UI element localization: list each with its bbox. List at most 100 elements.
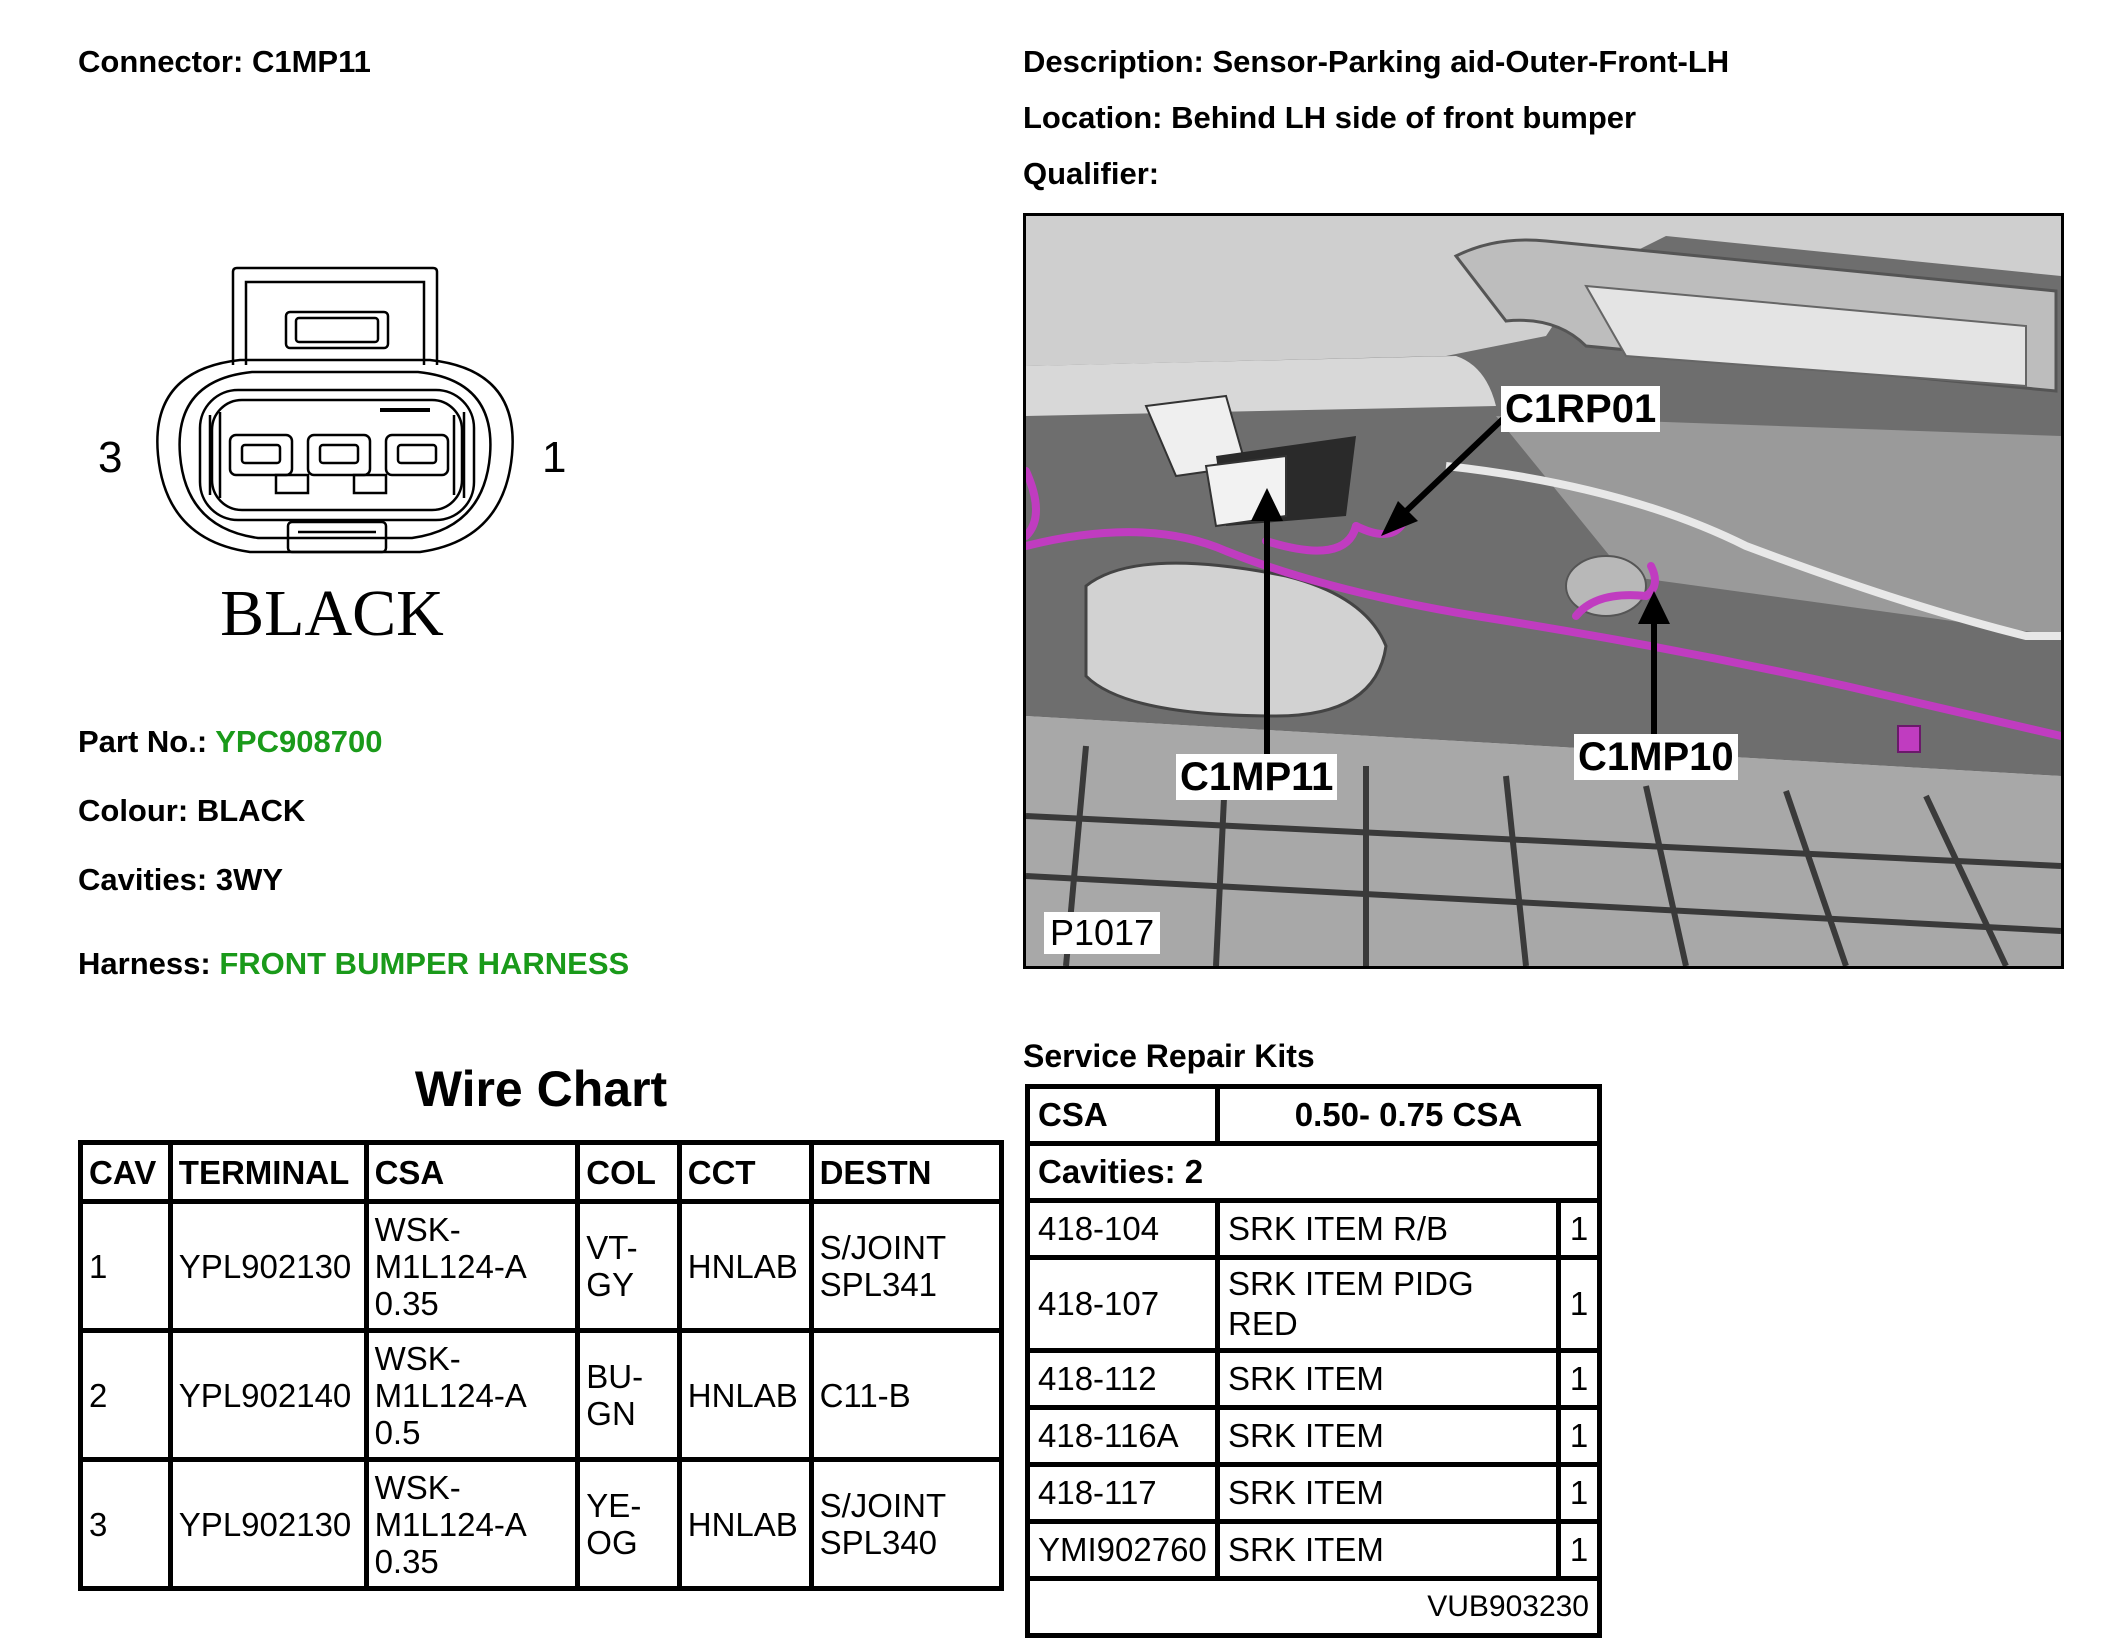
kits-cavities-row: Cavities: 2 — [1025, 1141, 1602, 1203]
qualifier-label: Qualifier: — [1023, 156, 1160, 191]
header-col: COL — [575, 1140, 682, 1204]
qualifier-field: Qualifier: — [1023, 156, 1159, 192]
kit-code[interactable]: 418-112 — [1025, 1348, 1220, 1410]
location-value: Behind LH side of front bumper — [1171, 100, 1637, 135]
cavities-label: Cavities: — [78, 862, 208, 897]
kits-csa-row: CSA 0.50- 0.75 CSA — [1025, 1084, 1603, 1146]
kit-qty: 1 — [1556, 1519, 1602, 1581]
list-item: 418-112 SRK ITEM 1 — [1025, 1348, 1602, 1410]
destn-line: C11-B — [819, 1376, 911, 1414]
colour-label: Colour: — [78, 793, 189, 828]
terminal-cell[interactable]: YPL902140 — [167, 1328, 369, 1462]
description-label: Description: — [1023, 44, 1204, 79]
cavities-value: 3WY — [215, 862, 284, 897]
pin-3-label: 3 — [98, 433, 122, 482]
colour-field: Colour: BLACK — [78, 793, 305, 829]
col-line: YE- — [586, 1487, 642, 1524]
kit-qty: 1 — [1556, 1198, 1602, 1260]
list-item: 418-104 SRK ITEM R/B 1 — [1025, 1198, 1602, 1260]
kit-desc: SRK ITEM PIDG RED — [1214, 1255, 1562, 1353]
kits-csa-value: 0.50- 0.75 CSA — [1214, 1084, 1603, 1146]
service-kits-table: CSA 0.50- 0.75 CSA Cavities: 2 418-104 S… — [1025, 1084, 1603, 1638]
kit-qty: 1 — [1556, 1348, 1602, 1410]
harness-label: Harness: — [78, 946, 211, 981]
col-line: GY — [586, 1266, 634, 1303]
kit-code[interactable]: 418-117 — [1025, 1462, 1220, 1524]
cav-cell: 3 — [78, 1457, 173, 1591]
list-item: 418-117 SRK ITEM 1 — [1025, 1462, 1602, 1524]
csa-line: M1L124-A — [374, 1505, 527, 1543]
terminal-cell[interactable]: YPL902130 — [167, 1457, 369, 1591]
csa-line: M1L124-A — [374, 1376, 527, 1414]
kits-footer-row: VUB903230 — [1025, 1576, 1602, 1638]
destn-line: S/JOINT — [819, 1487, 947, 1524]
kit-code[interactable]: 418-107 — [1025, 1255, 1220, 1353]
location-photo: C1RP01 C1MP11 C1MP10 P1017 — [1023, 213, 2064, 969]
part-number-link[interactable]: YPC908700 — [215, 724, 383, 759]
harness-link[interactable]: FRONT BUMPER HARNESS — [219, 946, 630, 981]
wire-chart-header-row: CAV TERMINAL CSA COL CCT DESTN — [78, 1140, 1005, 1204]
bumper-illustration — [1026, 216, 2061, 966]
col-line: GN — [586, 1395, 636, 1432]
csa-line: 0.35 — [374, 1542, 439, 1580]
callout-c1rp01: C1RP01 — [1501, 386, 1661, 432]
part-number-field: Part No.: YPC908700 — [78, 724, 382, 760]
description-value: Sensor-Parking aid-Outer-Front-LH — [1212, 44, 1730, 79]
destn-cell[interactable]: C11-B — [808, 1328, 1005, 1462]
figure-id: P1017 — [1044, 912, 1161, 954]
csa-line: WSK- — [374, 1339, 461, 1377]
pin-1-label: 1 — [542, 433, 566, 482]
kit-code[interactable]: 418-116A — [1025, 1405, 1220, 1467]
callout-c1mp11: C1MP11 — [1176, 754, 1338, 800]
connector-label: Connector: — [78, 44, 244, 79]
csa-line: 0.5 — [374, 1413, 421, 1451]
header-cct: CCT — [676, 1140, 814, 1204]
kit-part-number[interactable]: VUB903230 — [1025, 1576, 1602, 1638]
col-cell: VT-GY — [575, 1199, 682, 1333]
destn-line: S/JOINT — [819, 1229, 947, 1266]
col-line: VT- — [586, 1229, 638, 1266]
list-item: YMI902760 SRK ITEM 1 — [1025, 1519, 1602, 1581]
kit-desc: SRK ITEM — [1214, 1405, 1562, 1467]
cct-cell: HNLAB — [676, 1199, 814, 1333]
location-label: Location: — [1023, 100, 1163, 135]
csa-line: WSK- — [374, 1210, 461, 1248]
header-terminal: TERMINAL — [167, 1140, 369, 1204]
kit-desc: SRK ITEM — [1214, 1519, 1562, 1581]
cct-cell: HNLAB — [676, 1328, 814, 1462]
cct-cell: HNLAB — [676, 1457, 814, 1591]
colour-value: BLACK — [196, 793, 306, 828]
kits-cavities: Cavities: 2 — [1025, 1141, 1602, 1203]
list-item: 418-116A SRK ITEM 1 — [1025, 1405, 1602, 1467]
connector-face-diagram: 3 1 BLACK — [98, 266, 566, 650]
connector-field: Connector: C1MP11 — [78, 44, 371, 80]
kit-desc: SRK ITEM — [1214, 1348, 1562, 1410]
csa-line: 0.35 — [374, 1284, 439, 1322]
cav-cell: 2 — [78, 1328, 173, 1462]
kit-desc: SRK ITEM — [1214, 1462, 1562, 1524]
kit-desc: SRK ITEM R/B — [1214, 1198, 1562, 1260]
description-field: Description: Sensor-Parking aid-Outer-Fr… — [1023, 44, 1729, 80]
kit-code[interactable]: YMI902760 — [1025, 1519, 1220, 1581]
harness-field: Harness: FRONT BUMPER HARNESS — [78, 946, 629, 982]
csa-line: M1L124-A — [374, 1247, 527, 1285]
col-cell: BU-GN — [575, 1328, 682, 1462]
part-number-label: Part No.: — [78, 724, 208, 759]
service-kits-title: Service Repair Kits — [1023, 1038, 1315, 1074]
kit-qty: 1 — [1556, 1462, 1602, 1524]
wire-chart-title: Wire Chart — [414, 1061, 668, 1117]
csa-line: WSK- — [374, 1468, 461, 1506]
destn-line: SPL341 — [819, 1266, 938, 1303]
destn-line: SPL340 — [819, 1524, 938, 1561]
kit-code[interactable]: 418-104 — [1025, 1198, 1220, 1260]
kits-csa-label: CSA — [1025, 1084, 1220, 1146]
terminal-cell[interactable]: YPL902130 — [167, 1199, 369, 1333]
